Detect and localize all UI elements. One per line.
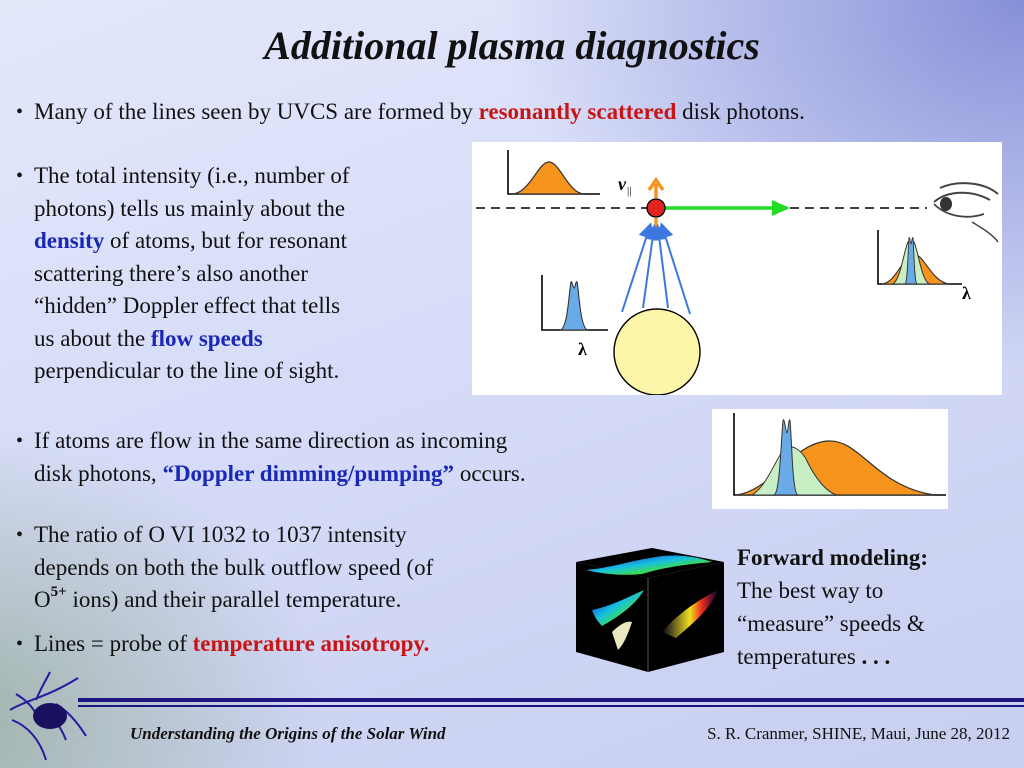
doppler-dimming-svg [733,413,946,496]
bullet-ovi-ratio: • The ratio of O VI 1032 to 1037 intensi… [16,519,574,617]
observed-profile-plot [877,230,962,285]
scattering-diagram-svg: v || λ [476,150,999,396]
forward-modeling-note: Forward modeling: The best way to “measu… [737,545,929,669]
bullet-dot: • [16,101,24,123]
footer-citation: S. R. Cranmer, SHINE, Maui, June 28, 201… [707,724,1010,743]
doppler-dimming-plot [712,409,948,509]
incident-profile-plot [507,150,600,195]
incident-photon-rays [621,222,691,315]
sun-logo-icon [6,670,88,762]
bullet-dot: • [16,165,24,187]
footer-rule-thin [78,705,1024,707]
bullet-total-intensity: • The total intensity (i.e., number of p… [16,160,474,388]
observer-eye-icon [933,182,999,243]
bullet-resonant-scattering: • Many of the lines seen by UVCS are for… [16,96,1024,129]
sun-disk-icon [613,308,701,396]
footer-title: Understanding the Origins of the Solar W… [130,724,446,743]
footer-rule-thick [78,698,1024,702]
forward-model-cube-image [572,540,728,676]
bullet-dot: • [16,430,24,452]
lambda-label-right: λ [962,283,971,303]
scattered-photon-arrow [656,200,790,216]
scattering-atom-icon [646,198,666,218]
slide-title: Additional plasma diagnostics [264,23,760,68]
bullet-dot: • [16,633,24,655]
bullet-doppler-dimming: • If atoms are flow in the same directio… [16,425,694,490]
scattering-diagram: v || λ [472,142,1002,396]
v-parallel-label: v [618,174,627,194]
bullet-dot: • [16,524,24,546]
intermediate-profile [750,446,837,496]
disk-profile-plot [541,275,608,331]
v-parallel-subscript: || [627,185,631,197]
bullet-temperature-anisotropy: • Lines = probe of temperature anisotrop… [16,628,594,661]
lambda-label-left: λ [578,339,587,359]
incident-narrow-profile [773,419,799,496]
